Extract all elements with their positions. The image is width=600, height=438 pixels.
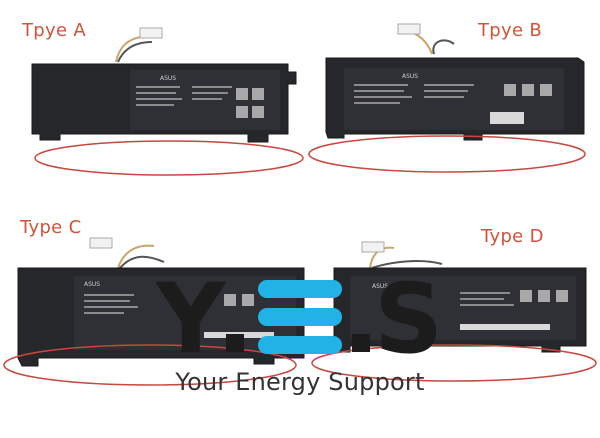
battery-brand-d: ASUS bbox=[372, 283, 388, 290]
logo-letter-s: S bbox=[374, 274, 443, 364]
battery-type-d: ASUS bbox=[310, 232, 600, 392]
battery-brand-a: ASUS bbox=[160, 75, 176, 82]
brand-logo: Y S bbox=[155, 263, 456, 375]
battery-brand-b: ASUS bbox=[402, 73, 418, 80]
label-type-d: Type D bbox=[481, 226, 544, 247]
label-type-b: Tpye B bbox=[478, 20, 543, 41]
battery-type-b: ASUS bbox=[314, 14, 600, 174]
logo-letter-y: Y bbox=[156, 274, 227, 364]
battery-type-a: ASUS bbox=[20, 14, 310, 174]
label-type-a: Tpye A bbox=[22, 20, 86, 41]
battery-brand-c: ASUS bbox=[84, 281, 100, 288]
brand-tagline: Your Energy Support bbox=[175, 368, 425, 396]
label-type-c: Type C bbox=[20, 217, 82, 238]
